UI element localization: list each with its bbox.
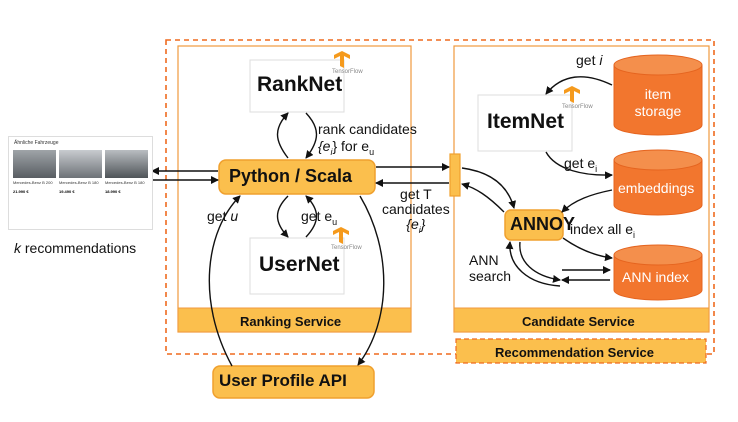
recommendation-service-boundary <box>165 39 715 355</box>
arrow-rank-candidates-down <box>305 112 318 159</box>
index-all-label: index all ei <box>570 221 636 240</box>
ann-index-cylinder <box>613 244 703 301</box>
tensorflow-icon <box>334 51 350 68</box>
car-price: 21.990 € <box>13 189 29 194</box>
car-photo <box>59 150 102 178</box>
arrow-to-user-profile <box>357 195 385 366</box>
car-title: Mercedes-Benz B 180 <box>59 180 99 185</box>
arrow-ann-search-down <box>519 241 561 283</box>
arrow-rank-candidates-up <box>276 112 289 159</box>
embeddings-label: embeddings <box>618 180 695 196</box>
arrow-get-u <box>208 195 241 367</box>
arrow-embeddings-to-annoy <box>561 189 613 213</box>
arrow-index-all <box>562 237 613 262</box>
recommendation-service-label-box <box>455 338 707 364</box>
car-price: 18.990 € <box>105 189 121 194</box>
thumbnail-header: Ähnliche Fahrzeuge <box>14 140 59 146</box>
tensorflow-icon <box>333 227 349 244</box>
car-photo <box>13 150 56 178</box>
car-card: Mercedes-Benz B 180 19.490 € <box>59 150 102 225</box>
arrow-connector-to-annoy <box>461 167 517 209</box>
ranking-service-label-bar <box>177 307 412 333</box>
candidate-service-label-bar <box>453 307 710 333</box>
annoy-box <box>504 209 564 241</box>
user-profile-api-box <box>212 365 375 399</box>
usernet-title: UserNet <box>259 253 340 276</box>
get-t-candidates-label: get T candidates {ei} <box>382 186 450 235</box>
tensorflow-logo: TensorFlow <box>562 85 596 113</box>
car-photo <box>105 150 148 178</box>
arrow-get-eu-up <box>305 195 318 238</box>
ranknet-box <box>249 59 345 113</box>
car-card: Mercedes-Benz B 180 18.990 € <box>105 150 148 225</box>
tensorflow-icon <box>564 86 580 103</box>
get-i-label: get i <box>576 52 603 68</box>
car-title: Mercedes-Benz B 200 <box>13 180 53 185</box>
python-scala-title: Python / Scala <box>229 166 353 186</box>
candidate-service-label: Candidate Service <box>522 314 635 329</box>
recommendation-service-label: Recommendation Service <box>495 345 654 360</box>
recommendations-thumbnail: Ähnliche Fahrzeuge Mercedes-Benz B 200 2… <box>8 136 153 230</box>
ann-index-label: ANN index <box>622 269 689 285</box>
connector-box <box>449 153 461 197</box>
arrow-annoy-to-connector <box>461 182 505 213</box>
k-recommendations-label: k recommendations <box>14 240 137 256</box>
get-eu-label: get eu <box>301 208 338 227</box>
car-title: Mercedes-Benz B 180 <box>105 180 145 185</box>
tensorflow-logo: TensorFlow <box>332 50 366 78</box>
car-price: 19.490 € <box>59 189 75 194</box>
car-card: Mercedes-Benz B 200 21.990 € <box>13 150 56 225</box>
arrow-get-eu-down <box>276 195 289 238</box>
arrow-ann-search-up <box>505 241 561 287</box>
itemnet-box <box>477 94 573 152</box>
user-profile-api-title: User Profile API <box>219 371 347 390</box>
arrow-get-ei <box>545 151 613 180</box>
python-scala-box <box>218 159 376 195</box>
tensorflow-logo: TensorFlow <box>331 226 365 254</box>
rank-candidates-label: rank candidates {ei} for eu <box>318 121 417 157</box>
annoy-title: ANNOY <box>510 214 576 234</box>
ranknet-title: RankNet <box>257 73 343 96</box>
usernet-box <box>249 237 345 295</box>
embeddings-cylinder <box>613 149 703 216</box>
item-storage-cylinder <box>613 54 703 136</box>
itemnet-title: ItemNet <box>487 110 565 133</box>
get-u-label: get u <box>207 208 239 224</box>
get-ei-label: get ei <box>564 155 598 174</box>
arrow-get-i <box>545 76 613 95</box>
ranking-service-label: Ranking Service <box>240 314 342 329</box>
